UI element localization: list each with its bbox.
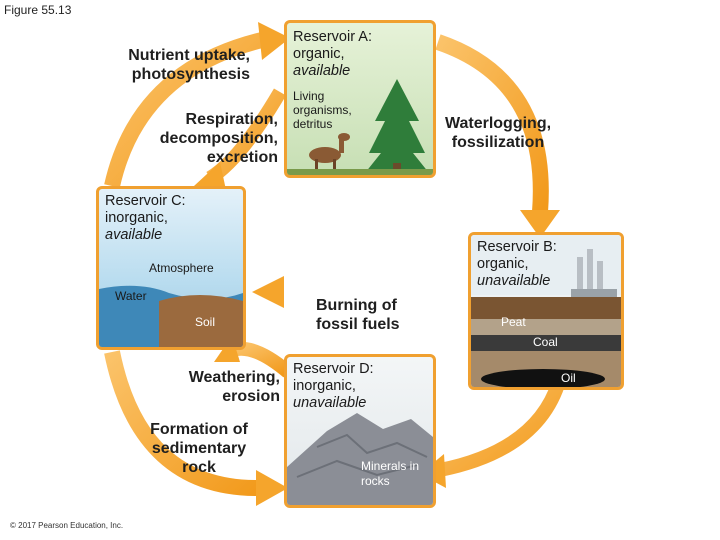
reservoir-b-panel: Reservoir B: organic, unavailable Peat C…	[468, 232, 624, 390]
label-sedimentary: Formation of sedimentary rock	[150, 421, 248, 476]
label-soil: Soil	[195, 315, 216, 329]
reservoir-d-title: Reservoir D: inorganic, unavailable	[293, 361, 374, 412]
arrow-b-to-d	[438, 375, 567, 477]
label-coal: Coal	[533, 335, 558, 349]
copyright: © 2017 Pearson Education, Inc.	[10, 521, 124, 530]
reservoir-b-title: Reservoir B: organic, unavailable	[477, 239, 557, 290]
arrow-burning-head	[252, 276, 284, 308]
smokestack-icon	[577, 257, 583, 297]
reservoir-c-name: Reservoir C:	[105, 193, 186, 209]
reservoir-a-contents: Living organisms, detritus	[293, 89, 352, 131]
label-water: Water	[115, 289, 147, 303]
reservoir-c-state: available	[105, 227, 163, 243]
arrow-sedimentary	[104, 350, 261, 497]
water-soil-illustration	[99, 285, 243, 347]
label-weathering: Weathering, erosion	[188, 369, 280, 405]
peat-layer	[471, 297, 621, 319]
soil-icon	[159, 295, 243, 347]
reservoir-a-title: Reservoir A: organic, available	[293, 29, 372, 80]
reservoir-b-state: unavailable	[477, 273, 551, 289]
reservoir-a-state: available	[293, 63, 351, 79]
reservoir-a-panel: Reservoir A: organic, available Living o…	[284, 20, 436, 178]
arrow-nutrient-uptake	[104, 32, 264, 188]
label-waterlogging: Waterlogging, fossilization	[444, 115, 552, 151]
label-respiration: Respiration, decomposition, excretion	[159, 111, 278, 166]
label-oil: Oil	[561, 371, 576, 385]
label-burning: Burning of fossil fuels	[316, 297, 400, 333]
figure-label: Figure 55.13	[4, 3, 72, 17]
tree-deer-illustration	[287, 79, 433, 175]
arrow-nutrient-uptake-head	[258, 22, 290, 60]
tree-icon	[365, 79, 429, 173]
reservoir-a-kind: organic,	[293, 46, 345, 62]
reservoir-d-kind: inorganic,	[293, 378, 356, 394]
reservoir-d-name: Reservoir D:	[293, 361, 374, 377]
arrow-waterlogging	[435, 34, 549, 213]
reservoir-c-kind: inorganic,	[105, 210, 168, 226]
reservoir-c-panel: Reservoir C: inorganic, available Atmosp…	[96, 186, 246, 350]
reservoir-b-name: Reservoir B:	[477, 239, 557, 255]
factory-icon	[571, 289, 617, 299]
reservoir-d-state: unavailable	[293, 395, 367, 411]
label-peat: Peat	[501, 315, 526, 329]
reservoir-b-kind: organic,	[477, 256, 529, 272]
arrow-sedimentary-head	[256, 470, 288, 506]
reservoir-a-name: Reservoir A:	[293, 29, 372, 45]
reservoir-c-title: Reservoir C: inorganic, available	[105, 193, 186, 244]
label-atmosphere: Atmosphere	[149, 261, 214, 275]
arrow-respiration-head	[194, 162, 226, 190]
rocks-illustration	[287, 413, 433, 505]
label-minerals: Minerals in rocks	[361, 459, 420, 488]
arrow-waterlogging-head	[520, 210, 560, 238]
oil-deposit	[481, 369, 605, 387]
label-nutrient-uptake: Nutrient uptake, photosynthesis	[128, 47, 250, 83]
fossil-fuel-layers-illustration	[471, 235, 621, 387]
coal-layer	[471, 335, 621, 351]
deer-icon	[309, 147, 341, 163]
mountain-icon	[287, 413, 433, 505]
reservoir-d-panel: Reservoir D: inorganic, unavailable Mine…	[284, 354, 436, 508]
